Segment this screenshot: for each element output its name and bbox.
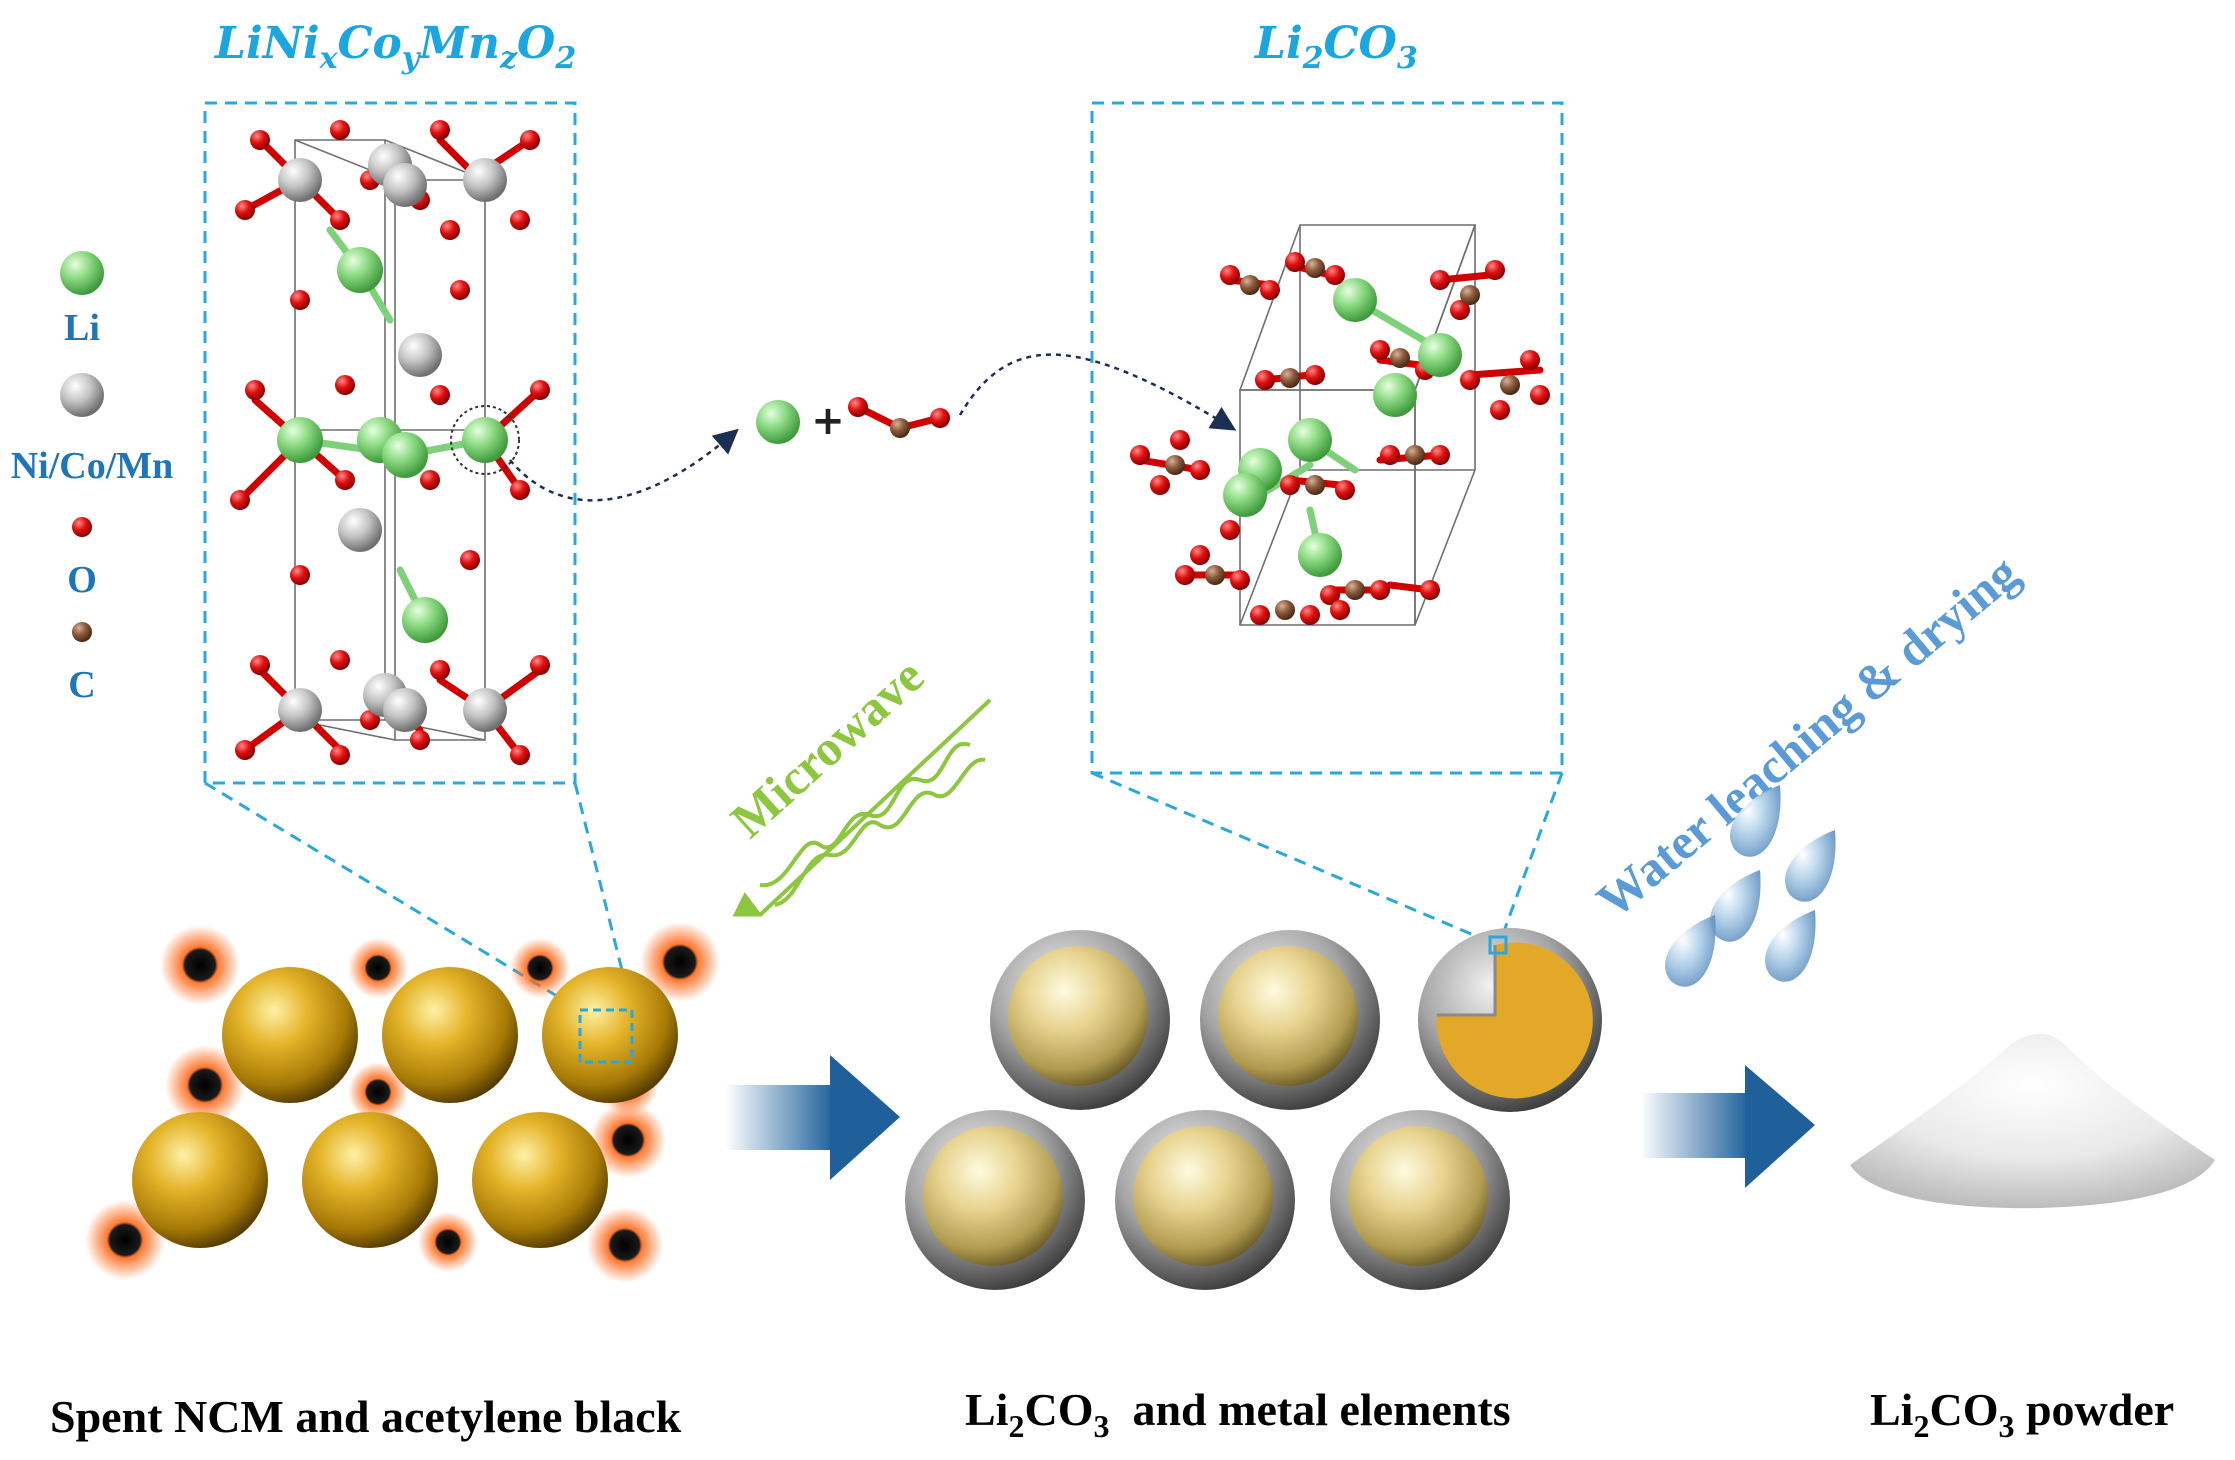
legend: Li Ni/Co/Mn O C (11, 251, 174, 706)
process-arrow-2 (1640, 1065, 1815, 1188)
li2co3-crystal-structure (1130, 224, 1550, 626)
li-atom (756, 400, 800, 444)
legend-tm-swatch (60, 373, 104, 417)
co3-molecule (848, 397, 950, 438)
li2co3-formula: Li2CO3 (1253, 18, 1418, 76)
microwave-wave-icon (732, 698, 992, 917)
ncm-crystal-structure (230, 120, 550, 765)
li2co3-zoom-box (1090, 101, 1564, 775)
spent-ncm-particles (85, 922, 720, 1283)
reaction-arrow-1 (509, 428, 739, 502)
li2co3-powder-pile (1850, 1033, 2215, 1209)
li2co3-zoom-marker (1488, 935, 1508, 955)
legend-c-label: C (68, 664, 95, 706)
cutaway-particle (1418, 928, 1602, 1112)
caption-middle: Li2CO3 and metal elements (965, 1384, 1511, 1444)
ncm-zoom-marker (578, 1008, 634, 1064)
legend-o-swatch (72, 517, 92, 537)
li2co3-zoom-line-right (1498, 772, 1564, 943)
ncm-zoom-box (203, 101, 577, 785)
caption-right: Li2CO3 powder (1870, 1384, 2174, 1444)
water-droplets-icon (1665, 785, 1836, 987)
coated-particles (905, 928, 1602, 1290)
ncm-formula: LiNixCoyMnzO2 (213, 18, 576, 76)
legend-li-swatch (60, 251, 104, 295)
legend-o-label: O (67, 559, 97, 601)
legend-tm-label: Ni/Co/Mn (11, 445, 174, 487)
legend-c-swatch (72, 622, 92, 642)
process-arrow-1 (725, 1055, 900, 1180)
plus-sign: + (811, 398, 845, 444)
legend-li-label: Li (64, 307, 100, 349)
reaction-arrow-2 (958, 353, 1237, 431)
li2co3-zoom-line-left (1091, 771, 1491, 944)
caption-left: Spent NCM and acetylene black (50, 1391, 682, 1442)
